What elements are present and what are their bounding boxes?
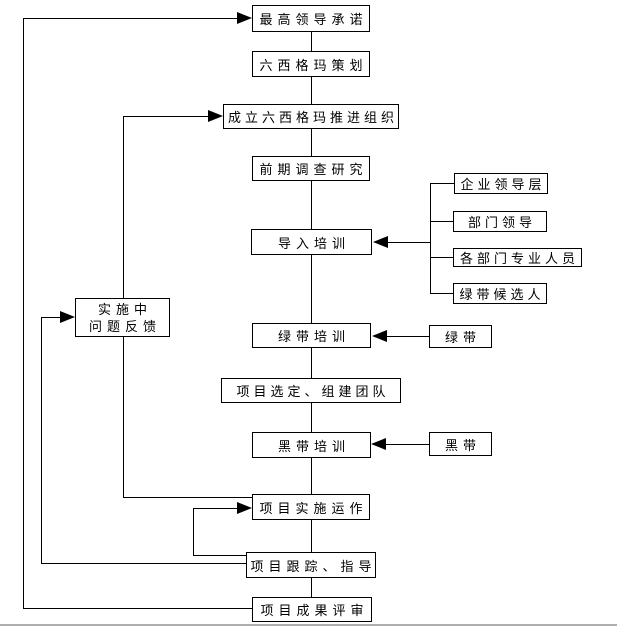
arrowhead-into-intro-training-icon [373, 236, 388, 248]
node-enterprise-leadership: 企业领导层 [454, 173, 548, 194]
edge-trainees-bracket-vertical [430, 183, 431, 293]
node-project-results-review: 项目成果评审 [252, 597, 372, 622]
node-top-commitment: 最高领导承诺 [252, 5, 370, 32]
arrowhead-into-black-training-icon [371, 438, 386, 450]
edge-feedback-to-implementation-horizontal [123, 497, 252, 498]
arrowhead-into-green-training-icon [372, 330, 387, 342]
edge-tracking-to-feedback-vertical [41, 317, 42, 563]
page-bottom-rule [0, 624, 617, 626]
node-green-belt-training: 绿带培训 [252, 323, 371, 348]
edge-bracket-stub-candidates [430, 293, 453, 294]
node-project-tracking-guidance: 项目跟踪、指导 [246, 552, 376, 578]
edge-review-out-horizontal [23, 608, 252, 609]
feedback-line1: 实施中 [97, 301, 152, 317]
edge-green-belt-to-green-training-horizontal [387, 336, 429, 337]
edge-review-to-commitment-horizontal [23, 18, 238, 19]
node-green-belt-candidates: 绿带候选人 [453, 283, 547, 304]
node-black-belt-training: 黑带培训 [252, 432, 371, 458]
node-preliminary-research: 前期调查研究 [252, 156, 370, 181]
node-promotion-organization: 成立六西格玛推进组织 [223, 104, 399, 129]
node-project-implementation: 项目实施运作 [252, 494, 370, 520]
node-intro-training: 导入培训 [251, 229, 372, 255]
arrowhead-into-feedback-icon [60, 311, 75, 323]
edge-tracking-to-implementation-vertical [193, 508, 194, 555]
arrowhead-into-implementation-icon [237, 502, 252, 514]
edge-tracking-loop-horizontal [193, 555, 246, 556]
edge-bracket-stub-dept-leaders [430, 221, 453, 222]
edge-bracket-stub-specialists [430, 257, 453, 258]
node-six-sigma-planning: 六西格玛策划 [252, 51, 370, 77]
arrowhead-into-commitment-icon [237, 12, 252, 24]
arrowhead-into-org-icon [208, 110, 223, 122]
edge-review-to-commitment-vertical [23, 18, 24, 608]
node-green-belt: 绿带 [429, 325, 492, 348]
edge-bracket-to-intro-training-horizontal [388, 242, 430, 243]
node-black-belt: 黑带 [429, 432, 492, 456]
edge-tracking-to-feedback-horizontal [41, 563, 246, 564]
feedback-line2: 问题反馈 [88, 318, 161, 334]
edge-main-flow-vertical [311, 31, 312, 598]
edge-feedback-to-org-horizontal [123, 116, 209, 117]
node-department-specialists: 各部门专业人员 [453, 248, 582, 267]
edge-into-feedback-horizontal [41, 317, 61, 318]
node-department-leaders: 部门领导 [453, 211, 547, 232]
node-implementation-problem-feedback: 实施中 问题反馈 [75, 298, 170, 337]
node-project-selection-team: 项目选定、组建团队 [221, 378, 401, 403]
edge-loop-into-implementation-horizontal [193, 508, 238, 509]
edge-black-belt-to-black-training-horizontal [386, 444, 429, 445]
edge-bracket-stub-leadership [430, 183, 454, 184]
